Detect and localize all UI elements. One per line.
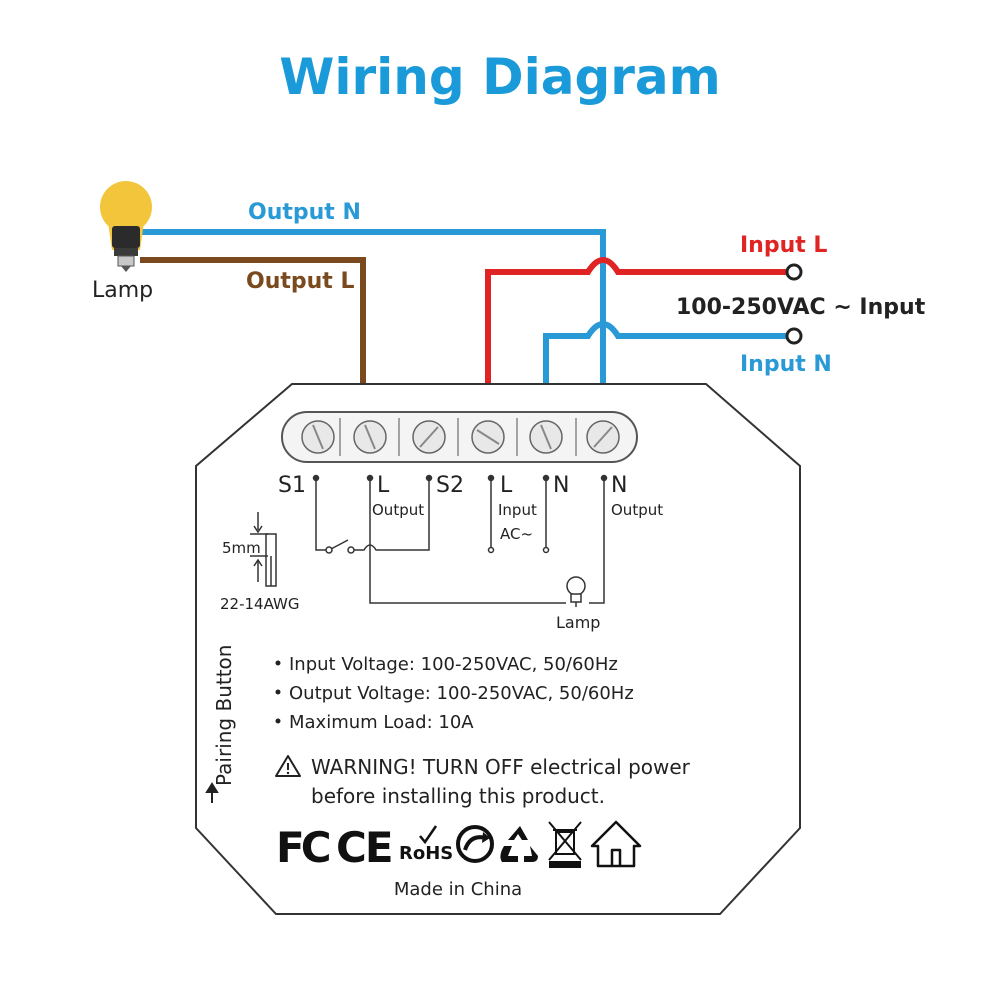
warning-icon [275,755,301,777]
spec-bullets [275,660,281,724]
terminal-l-out-sub: Output [372,501,424,519]
wire-input-n [543,321,792,384]
inner-lamp-icon [566,576,586,607]
warning-line-1: WARNING! TURN OFF electrical power [311,755,691,779]
spec-max-load: Maximum Load: 10A [289,712,474,733]
weee-bin-icon [548,821,582,868]
spec-output-voltage: Output Voltage: 100-250VAC, 50/60Hz [289,683,634,704]
ce-mark-icon: CE [336,823,392,872]
spec-input-voltage: Input Voltage: 100-250VAC, 50/60Hz [289,654,618,675]
lamp-icon [100,181,152,272]
pairing-arrow-icon [205,782,219,803]
terminal-screws [301,418,620,456]
inner-lamp-label: Lamp [556,613,600,632]
strip-length-label: 5mm [222,539,261,557]
terminal-s1-label: S1 [278,473,306,498]
green-dot-icon [456,825,494,863]
label-lamp: Lamp [92,278,153,303]
terminal-s2-label: S2 [436,473,464,498]
terminal-n-out-sub: Output [611,501,663,519]
input-n-terminal [785,327,803,345]
indoor-house-icon [590,820,642,868]
terminal-n-in-label: N [553,473,569,498]
wire-input-l [485,257,792,384]
wire-strip-gauge [250,512,277,587]
label-output-n: Output N [248,200,361,225]
rohs-check-icon [419,825,438,845]
terminal-ac-label: AC~ [500,525,533,543]
label-voltage-input: 100-250VAC ~ Input [676,295,926,320]
wire-output-l [140,257,366,384]
fcc-mark-icon: FC [276,823,330,872]
diagram-title: Wiring Diagram [279,48,721,106]
device-body [195,383,801,915]
label-input-l: Input L [740,233,827,258]
warning-line-2: before installing this product. [311,784,605,808]
terminal-block [281,411,638,463]
rohs-mark-icon: RoHS [399,843,453,864]
terminal-n-out-label: N [611,473,627,498]
wire-output-n [140,229,606,384]
label-output-l: Output L [246,269,355,294]
label-input-n: Input N [740,352,832,377]
recycle-icon [500,826,538,862]
wire-gauge-label: 22-14AWG [220,595,299,613]
internal-schematic [312,474,608,604]
pairing-button-label: Pairing Button [212,645,236,786]
terminal-l-out-label: L [377,473,390,498]
input-l-terminal [785,263,803,281]
terminal-l-in-sub: Input [498,501,537,519]
made-in-china-label: Made in China [394,879,522,900]
terminal-l-in-label: L [500,473,513,498]
